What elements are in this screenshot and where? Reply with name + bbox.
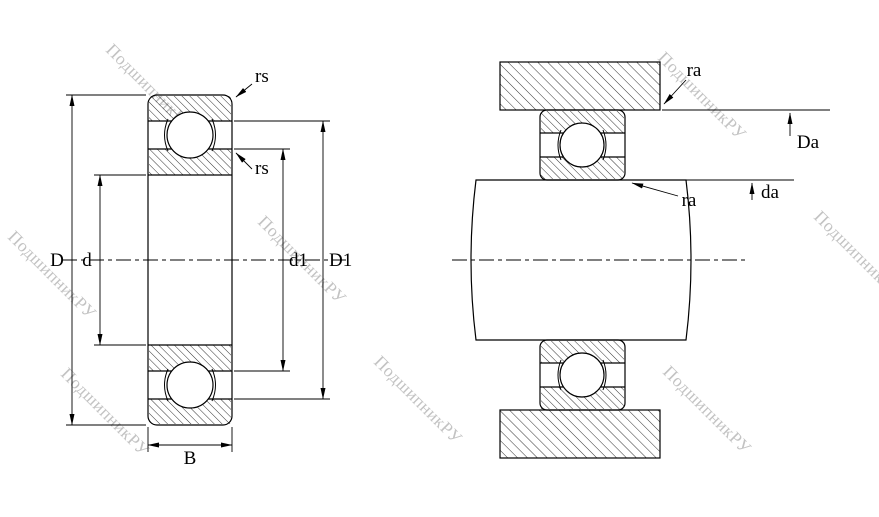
mounted-bearing-top-outline: [539, 109, 626, 181]
label-ra-housing: ra: [687, 60, 702, 81]
D1-extension-lines: [234, 120, 330, 400]
label-rs-outer: rs: [255, 66, 269, 87]
label-da: da: [761, 182, 780, 203]
mounted-cage-marks-bottom: [557, 359, 607, 391]
mounted-cage-marks-top: [557, 129, 607, 161]
label-B: B: [184, 448, 197, 469]
rs-outer-leader: [235, 83, 253, 98]
ra-shaft-leader: [631, 182, 679, 197]
mounted-inner-ring-top: [541, 157, 624, 179]
cage-marks: [164, 118, 216, 402]
ra-housing-leader: [663, 79, 687, 105]
bearing-front-view: [147, 94, 233, 426]
label-D1: D1: [329, 250, 352, 271]
D-extension-lines: [66, 94, 146, 426]
mounted-ball-top: [559, 122, 605, 168]
label-rs-inner: rs: [255, 158, 269, 179]
housing-top-section: [500, 62, 660, 110]
ball-top: [166, 111, 214, 159]
housing-bottom-section: [500, 410, 660, 458]
dimension-labels: D d d1 D1 B rs rs ra ra Da da: [50, 60, 820, 469]
mounted-outer-ring-top: [541, 111, 624, 133]
rs-inner-leader: [235, 152, 253, 170]
label-d1: d1: [289, 250, 308, 271]
front-view-dimensions: [62, 83, 346, 452]
ball-bottom: [166, 361, 214, 409]
label-ra-shaft: ra: [682, 190, 697, 211]
mounted-outer-ring-bottom: [541, 387, 624, 409]
mounted-bearing-bottom-outline: [539, 339, 626, 411]
label-Da: Da: [797, 132, 820, 153]
label-d: d: [82, 250, 92, 271]
B-extension-lines: [147, 427, 233, 452]
mounted-ball-bottom: [559, 352, 605, 398]
mounted-view-dimensions: [452, 79, 830, 261]
d-extension-lines: [94, 174, 146, 346]
label-D: D: [50, 250, 64, 271]
mounted-inner-ring-bottom: [541, 341, 624, 363]
